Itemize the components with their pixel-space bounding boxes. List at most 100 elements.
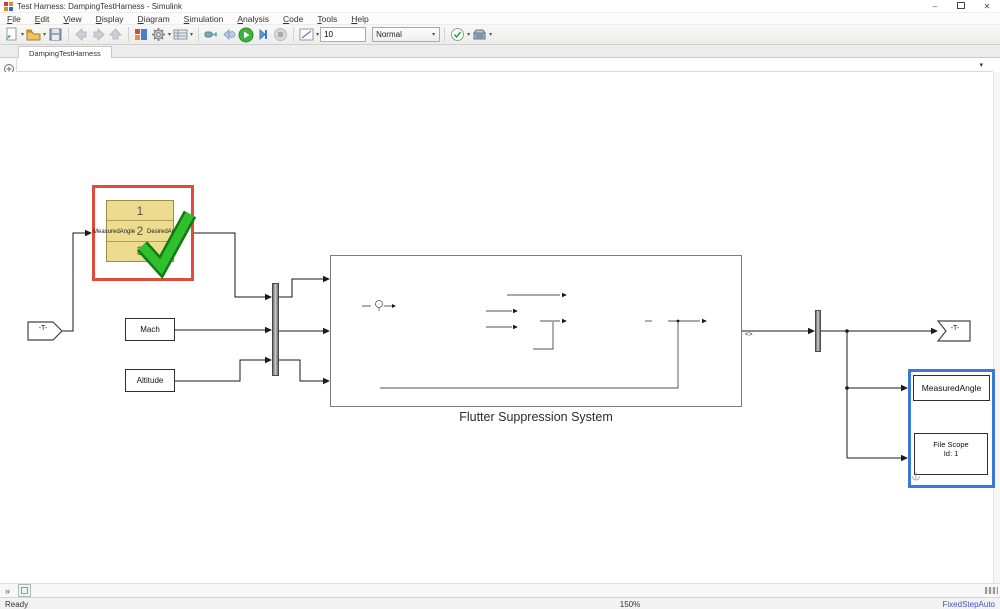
simulation-mode-select[interactable]: Normal ▾ xyxy=(372,27,441,42)
vertical-scrollbar[interactable] xyxy=(993,72,1000,583)
tab-label: DampingTestHarness xyxy=(29,48,101,58)
open-button[interactable] xyxy=(25,26,42,43)
model-settings-caret[interactable]: ▾ xyxy=(190,32,194,38)
step-back-icon xyxy=(223,28,236,41)
menu-bar: File Edit View Display Diagram Simulatio… xyxy=(0,13,1000,25)
gear-icon xyxy=(152,28,166,41)
menu-file[interactable]: File xyxy=(7,13,21,24)
model-configuration-button[interactable] xyxy=(150,26,167,43)
breadcrumb-bar[interactable]: ▾ xyxy=(17,58,993,72)
signal-annotation: <> xyxy=(745,331,753,338)
close-button[interactable]: ✕ xyxy=(983,2,991,11)
connect-icon xyxy=(204,31,217,38)
breadcrumb-caret-icon[interactable]: ▾ xyxy=(979,62,983,69)
menu-tools[interactable]: Tools xyxy=(317,13,338,24)
toolbar-separator xyxy=(68,27,70,42)
simulation-display-caret[interactable]: ▾ xyxy=(316,32,320,38)
tab-dampingtestharness[interactable]: DampingTestHarness xyxy=(18,46,112,59)
expand-chevron-icon[interactable]: » xyxy=(5,585,11,596)
menu-analysis[interactable]: Analysis xyxy=(237,13,270,24)
restore-button[interactable] xyxy=(948,2,974,11)
toolbar-separator xyxy=(198,27,200,42)
input-bus-bar[interactable] xyxy=(272,283,279,376)
document-tab-bar: DampingTestHarness xyxy=(0,45,1000,59)
signal-display-icon xyxy=(299,28,314,41)
new-model-caret[interactable]: ▾ xyxy=(21,32,25,38)
menu-help[interactable]: Help xyxy=(351,13,369,24)
file-scope-title: File Scope xyxy=(933,440,969,449)
flutter-suppression-subsystem[interactable] xyxy=(330,255,742,407)
menu-code[interactable]: Code xyxy=(283,13,304,24)
back-button[interactable] xyxy=(73,26,90,43)
library-browser-icon xyxy=(135,29,148,40)
canvas-bottom-bar: » xyxy=(0,583,1000,597)
window-controls: – ✕ xyxy=(922,0,1000,13)
toolbar-separator xyxy=(128,27,130,42)
altitude-block[interactable]: Altitude xyxy=(125,369,175,392)
build-caret[interactable]: ▾ xyxy=(489,32,493,38)
open-folder-icon xyxy=(26,29,41,41)
measured-angle-label: MeasuredAngle xyxy=(921,383,982,393)
library-browser-button[interactable] xyxy=(133,26,150,43)
up-arrow-icon xyxy=(108,28,123,40)
menu-simulation[interactable]: Simulation xyxy=(183,13,224,24)
open-caret[interactable]: ▾ xyxy=(43,32,47,38)
legend-icon xyxy=(21,587,29,594)
run-button[interactable] xyxy=(237,26,255,43)
connect-button[interactable] xyxy=(203,26,220,43)
model-canvas[interactable]: 1 2 3 MeasuredAngle DesiredAngle -T- Mac… xyxy=(0,72,1000,583)
model-settings-button[interactable] xyxy=(172,26,189,43)
mach-block[interactable]: Mach xyxy=(125,318,175,341)
run-icon xyxy=(238,27,254,42)
new-model-button[interactable] xyxy=(3,26,20,43)
stop-button[interactable] xyxy=(272,26,289,43)
status-bar: Ready 150% FixedStepAuto xyxy=(0,597,1000,609)
stop-icon xyxy=(274,28,288,41)
step-forward-icon xyxy=(259,28,268,41)
build-button[interactable] xyxy=(471,26,488,43)
window-title: Test Harness: DampingTestHarness - Simul… xyxy=(17,1,182,11)
horizontal-scrollbar-thumb[interactable] xyxy=(985,587,998,594)
status-text: Ready xyxy=(5,600,29,609)
menu-view[interactable]: View xyxy=(63,13,82,24)
model-settings-icon xyxy=(173,29,188,40)
test-sequence-out-port-label: DesiredAngle xyxy=(147,229,184,235)
file-scope-block[interactable]: File Scope Id: 1 xyxy=(914,433,988,475)
model-advisor-check-icon xyxy=(451,28,465,41)
from-tag-label[interactable]: -T- xyxy=(38,325,48,332)
model-advisor-button[interactable] xyxy=(449,26,466,43)
gear-caret[interactable]: ▾ xyxy=(168,32,172,38)
toolbar-separator xyxy=(293,27,295,42)
up-to-parent-button[interactable] xyxy=(107,26,124,43)
simulation-mode-caret: ▾ xyxy=(432,32,436,38)
forward-button[interactable] xyxy=(90,26,107,43)
restore-icon xyxy=(957,2,965,9)
forward-icon xyxy=(93,27,105,42)
toolbar-separator xyxy=(444,27,446,42)
measured-angle-signal-block[interactable]: MeasuredAngle xyxy=(913,375,990,401)
file-scope-id: Id: 1 xyxy=(943,449,959,458)
step-back-button[interactable] xyxy=(220,26,237,43)
simulink-app-icon xyxy=(4,1,13,11)
back-icon xyxy=(75,27,87,42)
simulation-mode-value: Normal xyxy=(376,30,402,39)
main-toolbar: ▾ ▾ ▾ ▾ xyxy=(0,25,1000,45)
menu-diagram[interactable]: Diagram xyxy=(137,13,170,24)
minimize-button[interactable]: – xyxy=(932,2,938,11)
solver-link[interactable]: FixedStepAuto xyxy=(942,600,995,609)
altitude-label: Altitude xyxy=(136,376,164,385)
step-forward-button[interactable] xyxy=(255,26,272,43)
stop-time-input[interactable] xyxy=(320,27,367,42)
test-sequence-in-port-label: MeasuredAngle xyxy=(93,229,136,235)
menu-display[interactable]: Display xyxy=(95,13,124,24)
viewer-legend-button[interactable] xyxy=(18,584,32,597)
output-bus-bar[interactable] xyxy=(815,310,821,352)
goto-tag-label[interactable]: -T- xyxy=(950,325,960,332)
new-model-icon xyxy=(6,27,17,41)
menu-edit[interactable]: Edit xyxy=(34,13,50,24)
title-bar: Test Harness: DampingTestHarness - Simul… xyxy=(0,0,1000,13)
simulation-display-button[interactable] xyxy=(298,26,315,43)
model-advisor-caret[interactable]: ▾ xyxy=(467,32,471,38)
save-icon xyxy=(49,28,62,41)
save-button[interactable] xyxy=(47,26,64,43)
